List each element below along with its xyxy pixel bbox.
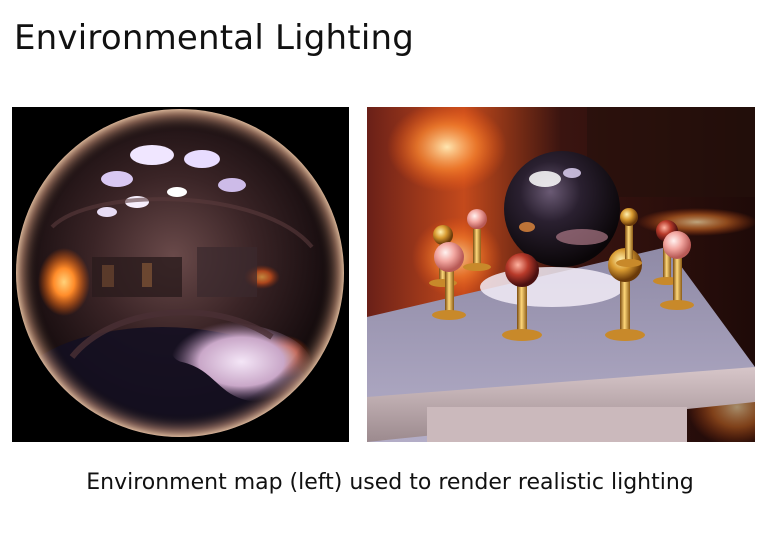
rendered-scene-illustration [367,107,755,442]
environment-map-image [12,107,349,442]
slide-title: Environmental Lighting [14,18,415,58]
rendered-scene-image [367,107,755,442]
environment-map-illustration [16,109,344,437]
slide-caption: Environment map (left) used to render re… [86,470,694,495]
